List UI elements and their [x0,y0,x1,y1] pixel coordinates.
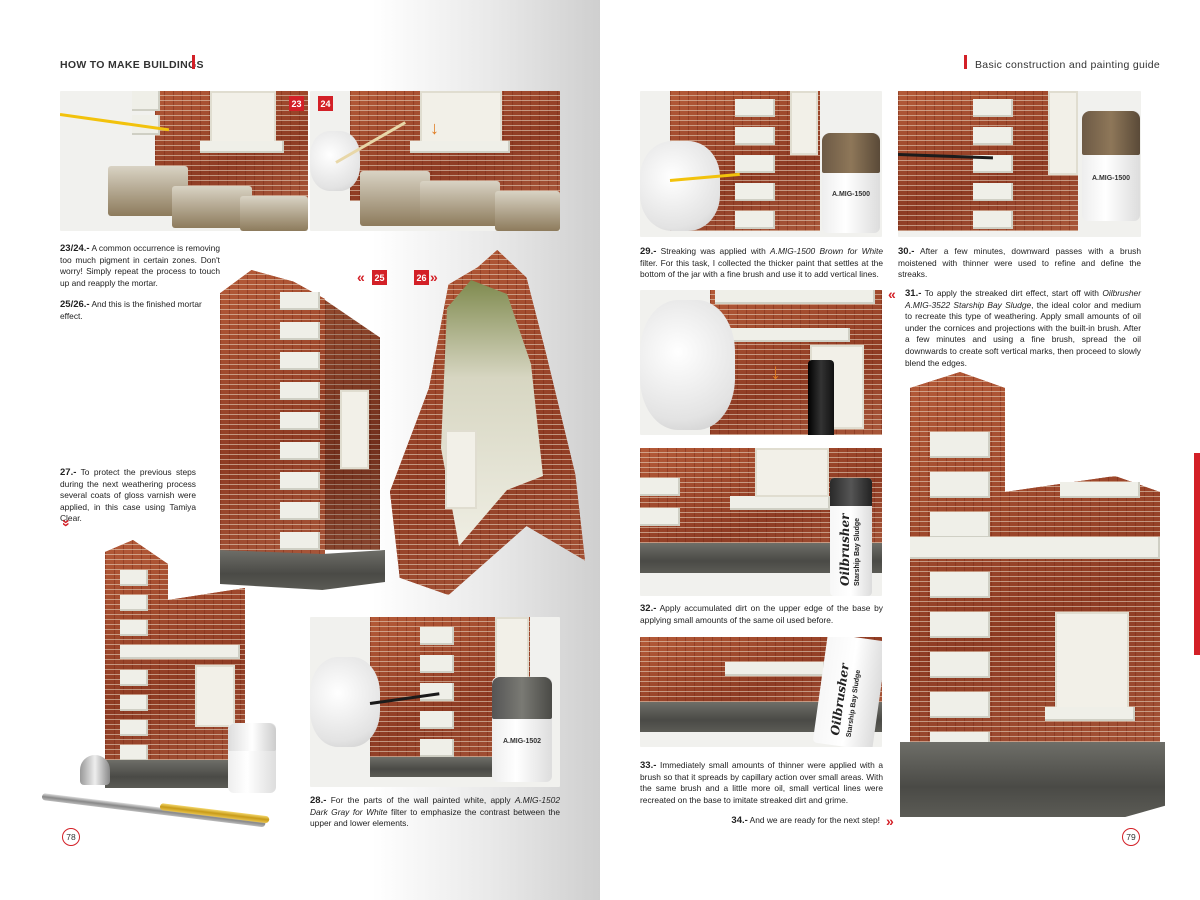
caption-29-number: 29.- [640,246,657,257]
chevron-double-right-icon: » [886,813,894,829]
photo-step-32: Oilbrusher Starship Bay Sludge [640,448,882,596]
caption-29-text-after: filter. For this task, I collected the t… [640,257,883,280]
caption-34-text: And we are ready for the next step! [747,815,880,825]
caption-29-text-before: Streaking was applied with [656,246,771,256]
right-page: Basic construction and painting guide A.… [600,0,1200,900]
caption-28-text-before: For the parts of the wall painted white,… [326,795,515,805]
caption-27: 27.- To protect the previous steps durin… [60,467,196,525]
chevron-double-down-icon: » [58,519,75,527]
chapter-side-tab [1194,453,1200,655]
page-number-right: 79 [1122,828,1140,846]
chevron-double-right-icon: » [430,269,438,285]
photo-step-29: A.MIG-1500 [640,91,882,237]
caption-34-number: 34.- [731,815,748,826]
caption-29-product: A.MIG-1500 Brown for White [770,246,883,256]
caption-25-26: 25/26.- And this is the finished mortar … [60,299,220,322]
caption-30-number: 30.- [898,246,915,257]
photo-step-27 [40,535,290,835]
caption-28-product: A.MIG-1502 Dark Gray for White [310,795,560,817]
caption-23-24-text: A common occurrence is removing too much… [60,243,220,288]
caption-31-text-after: , the ideal color and medium to recreate… [905,299,1141,368]
running-head-marker-right [964,55,967,69]
chevron-double-left-icon: « [357,269,365,285]
running-head-marker [192,55,195,69]
caption-32: 32.- Apply accumulated dirt on the upper… [640,603,883,626]
jar-label-a-mig-1500-a: A.MIG-1500 [831,191,871,198]
caption-33-number: 33.- [640,760,657,771]
caption-31-number: 31.- [905,288,922,299]
step-badge-24: 24 [318,96,333,111]
caption-31: 31.- To apply the streaked dirt effect, … [905,288,1141,369]
photo-step-33: Oilbrusher Starship Bay Sludge [640,637,882,747]
arrow-down-icon: ↓ [770,359,781,384]
running-head-right: Basic construction and painting guide [975,59,1161,71]
step-badge-26: 26 [414,270,429,285]
caption-33: 33.- Immediately small amounts of thinne… [640,760,883,806]
caption-31-product: Oilbrusher A.MIG-3522 Starship Bay Sludg… [905,288,1141,310]
photo-step-23 [60,91,308,231]
photo-step-24: ↓ [310,91,560,231]
caption-31-text-before: To apply the streaked dirt effect, start… [921,288,1103,298]
photo-step-30: A.MIG-1500 [898,91,1141,237]
caption-28: 28.- For the parts of the wall painted w… [310,795,560,830]
caption-23-24: 23/24.- A common occurrence is removing … [60,243,220,289]
caption-30: 30.- After a few minutes, downward passe… [898,246,1141,281]
left-page: HOW TO MAKE BUILDINGS 23 ↓ 24 23/24.- A … [0,0,600,900]
caption-25-26-text: And this is the finished mortar effect. [60,299,202,321]
caption-30-text: After a few minutes, downward passes wit… [898,246,1141,280]
caption-29: 29.- Streaking was applied with A.MIG-15… [640,246,883,281]
caption-28-number: 28.- [310,795,327,806]
jar-label-a-mig-1500-b: A.MIG-1500 [1091,174,1131,182]
running-head-left: HOW TO MAKE BUILDINGS [60,59,204,71]
step-badge-25: 25 [372,270,387,285]
caption-23-24-number: 23/24.- [60,243,90,254]
caption-27-number: 27.- [60,467,77,478]
caption-34: 34.- And we are ready for the next step! [700,815,880,827]
photo-step-26 [390,240,590,600]
caption-32-text: Apply accumulated dirt on the upper edge… [640,603,883,625]
oilbrusher-color-label: Starship Bay Sludge [854,517,861,586]
caption-28-text-after: filter to emphasize the contrast between… [310,806,560,829]
jar-label-a-mig-1502: A.MIG-1502 [502,737,542,745]
caption-27-text: To protect the previous steps during the… [60,467,196,524]
photo-step-31: ↓ [640,290,882,435]
caption-32-number: 32.- [640,603,657,614]
step-badge-23: 23 [289,96,304,111]
chevron-double-left-icon: « [888,286,896,302]
page-number-left: 78 [62,828,80,846]
photo-step-34-final [890,362,1170,842]
photo-step-25 [200,240,400,600]
caption-25-26-number: 25/26.- [60,299,90,310]
oilbrusher-brand-label: Oilbrusher [838,513,852,586]
caption-33-text: Immediately small amounts of thinner wer… [640,760,883,805]
photo-step-28: A.MIG-1502 [310,617,560,787]
arrow-down-icon: ↓ [430,118,439,138]
